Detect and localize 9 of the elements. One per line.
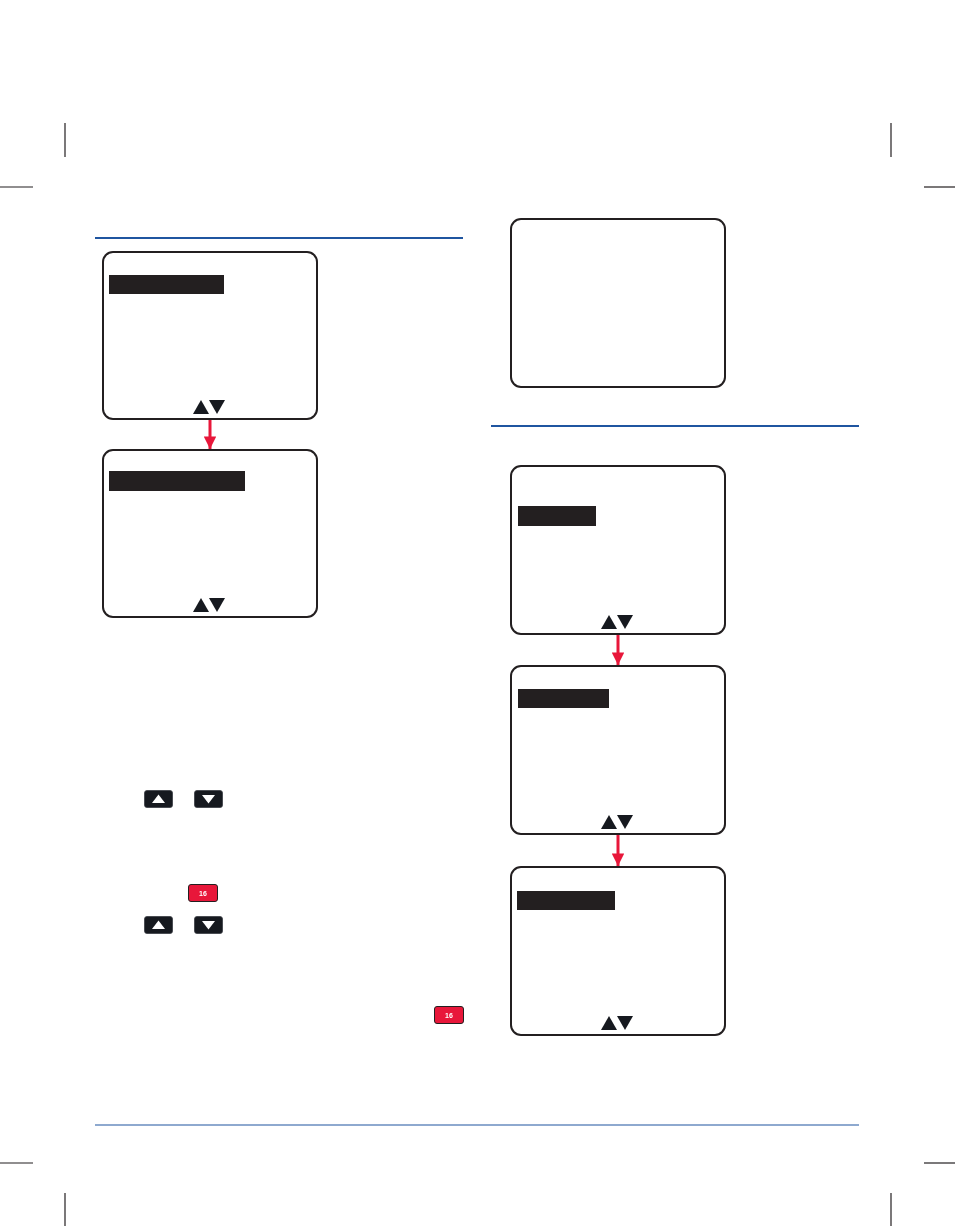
arrow — [611, 835, 625, 866]
lcd-screen — [510, 866, 726, 1036]
lcd-screen — [102, 251, 318, 420]
arrow — [611, 635, 625, 665]
lcd-screen — [510, 465, 726, 635]
arrow — [203, 420, 217, 449]
lcd-screen — [510, 218, 726, 388]
lcd-screen — [102, 449, 318, 618]
lcd-screen — [510, 665, 726, 835]
